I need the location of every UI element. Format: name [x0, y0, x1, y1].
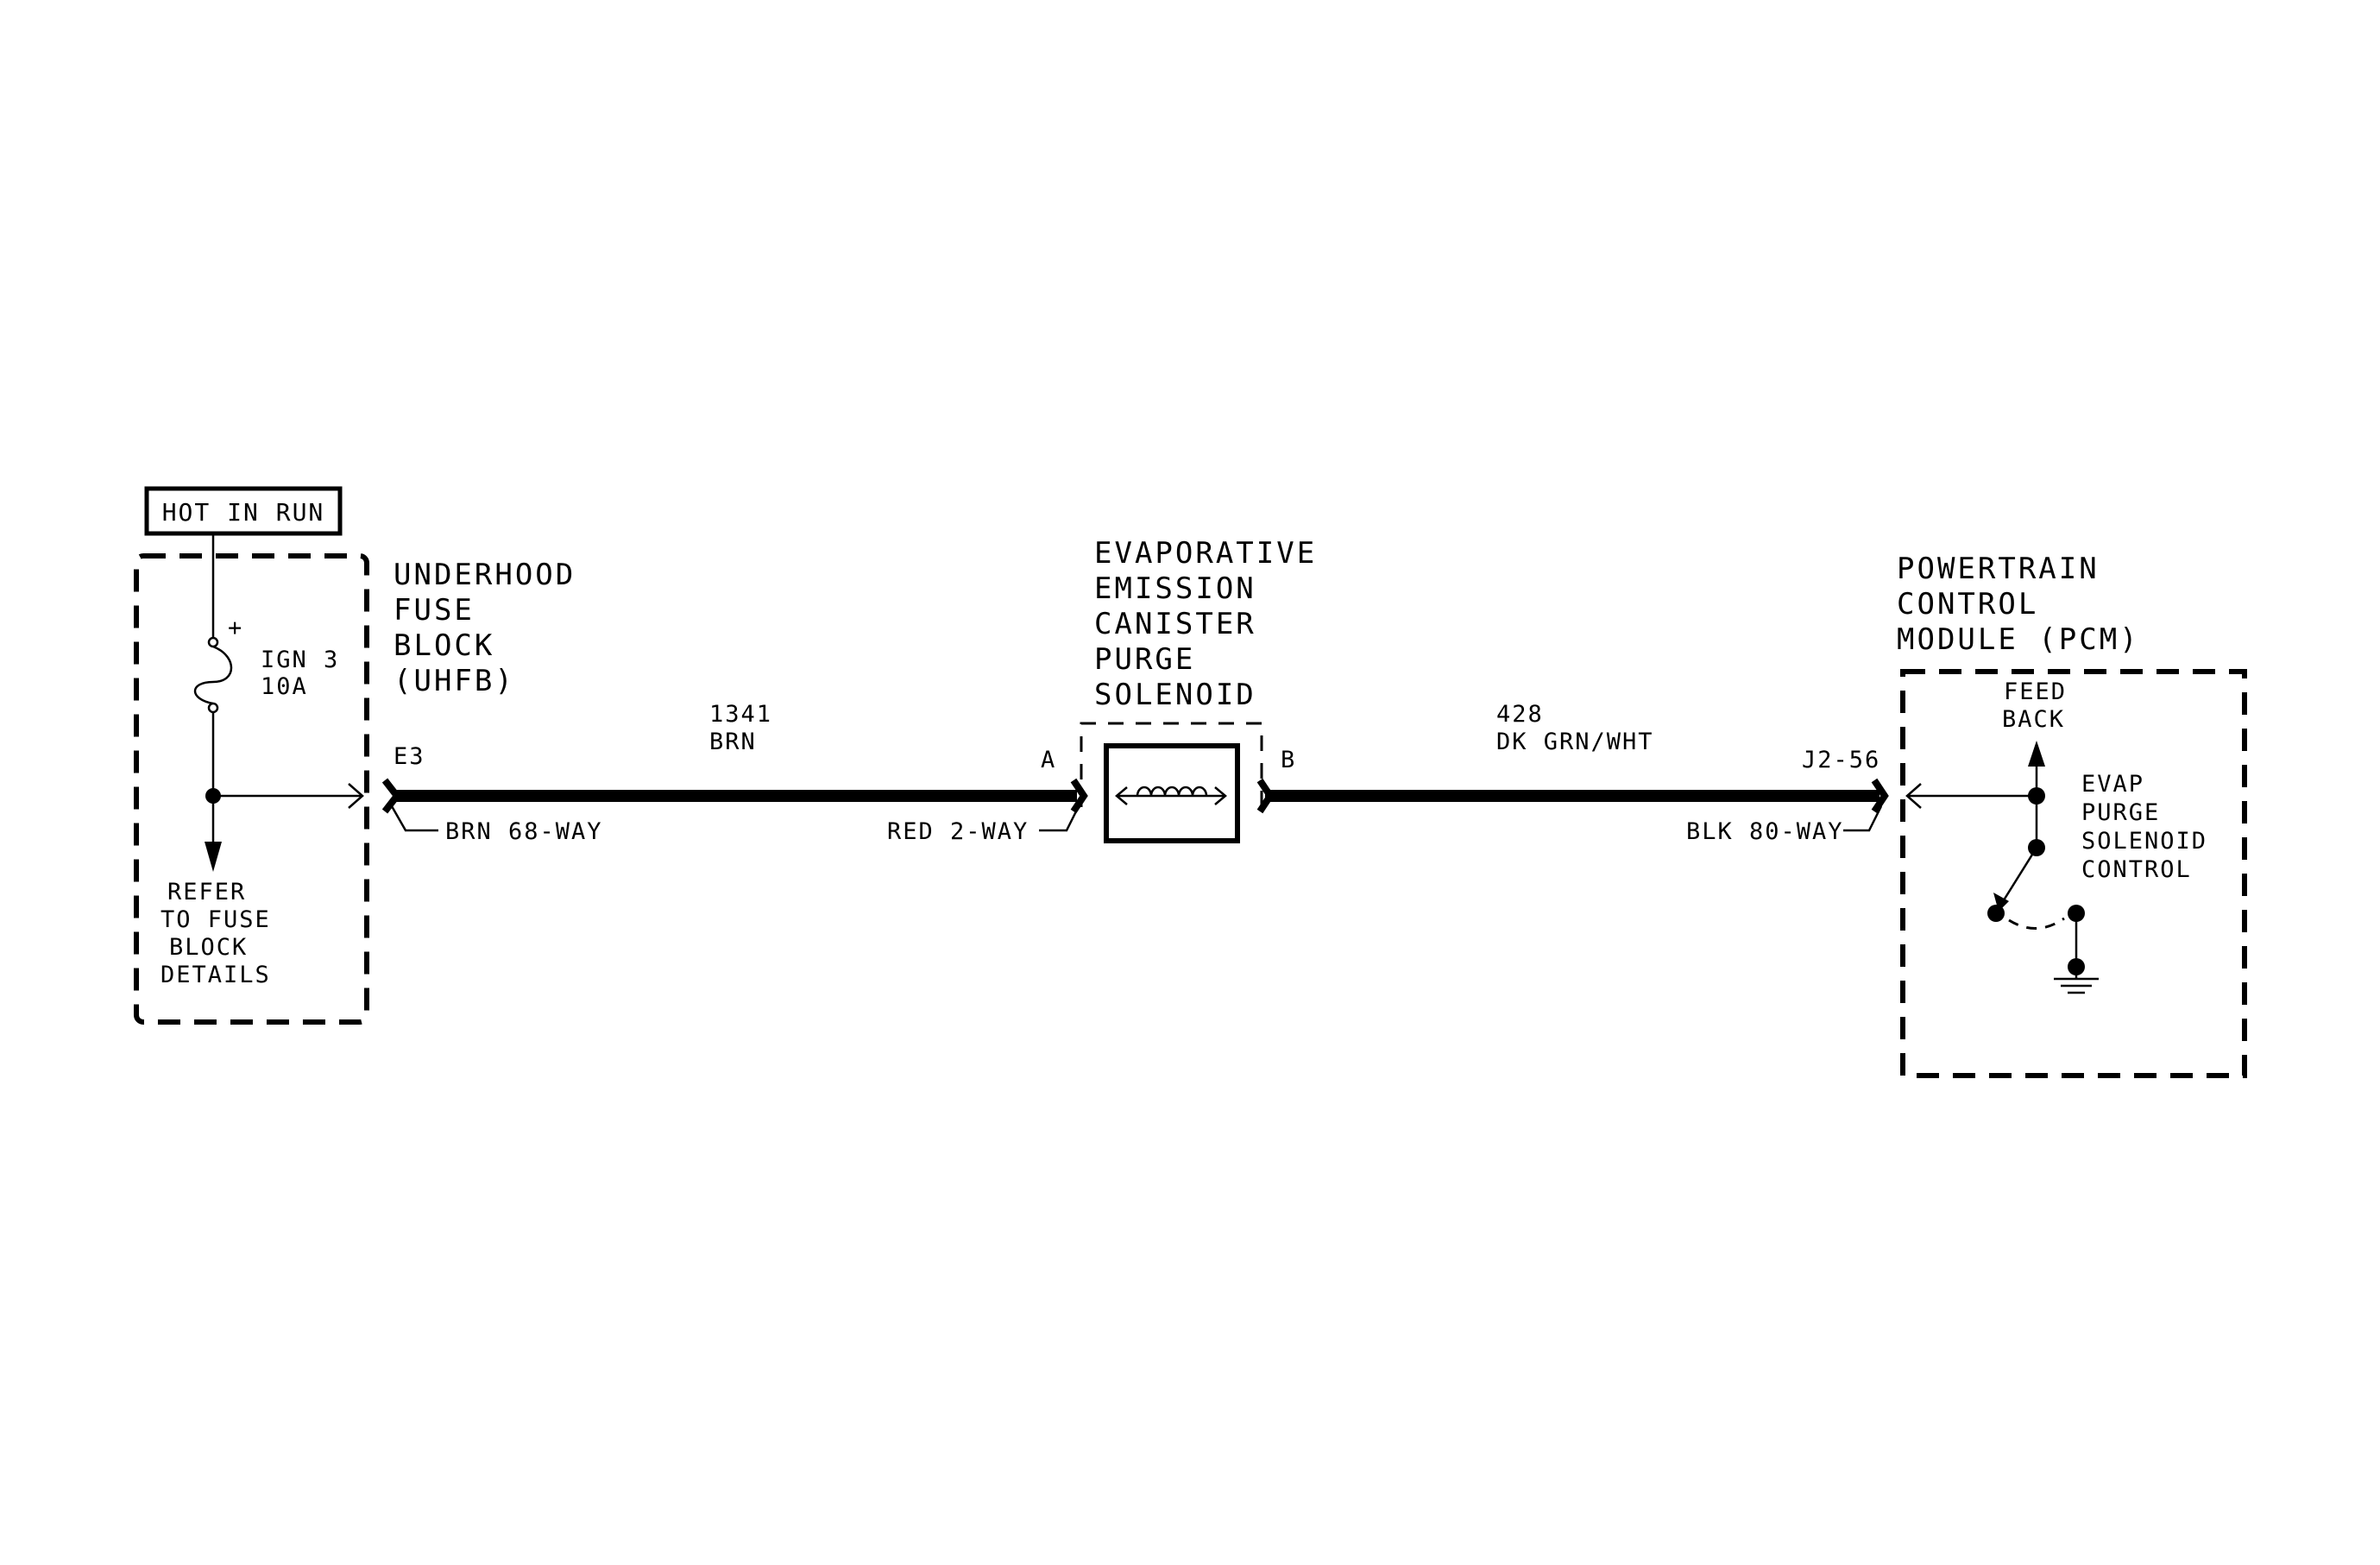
wire2-color: DK GRN/WHT	[1496, 729, 1654, 755]
feedback-arrow-icon	[2028, 741, 2045, 767]
pcm-pin: J2-56	[1802, 747, 1880, 773]
solenoid-connector: RED 2-WAY	[887, 818, 1029, 845]
refer-line-2: TO FUSE	[161, 906, 271, 933]
refer-line-4: DETAILS	[161, 962, 271, 988]
pcm-title-1: POWERTRAIN	[1897, 552, 2100, 586]
refer-line-3: BLOCK	[169, 934, 248, 961]
ctrl-label-4: CONTROL	[2081, 856, 2192, 883]
fuse-icon	[194, 636, 233, 714]
solenoid-title-2: EMISSION	[1094, 571, 1256, 606]
solenoid-title-5: SOLENOID	[1094, 678, 1256, 712]
pcm-title-3: MODULE (PCM)	[1897, 622, 2140, 657]
wire1-color: BRN	[709, 729, 757, 755]
uhfb-connector: BRN 68-WAY	[445, 818, 603, 845]
hot-in-run-label: HOT IN RUN	[162, 498, 325, 527]
ctrl-label-2: PURGE	[2081, 799, 2160, 826]
ctrl-label-1: EVAP	[2081, 771, 2144, 798]
wire-1341	[381, 778, 1088, 814]
wire-428	[1256, 778, 1889, 814]
solenoid-title-1: EVAPORATIVE	[1094, 536, 1317, 571]
ground-icon	[2054, 967, 2099, 994]
uhfb-title-1: UNDERHOOD	[394, 558, 576, 592]
fuse-name: IGN 3	[261, 647, 339, 673]
feedback-label-1: FEED	[2004, 678, 2067, 705]
uhfb-pin: E3	[394, 743, 425, 770]
switch-icon	[1987, 847, 2085, 975]
uhfb-title-4: (UHFB)	[394, 664, 515, 698]
fuse-polarity: +	[228, 615, 243, 641]
wire1-circuit: 1341	[709, 701, 772, 728]
feedback-label-2: BACK	[2002, 706, 2065, 733]
uhfb-title-2: FUSE	[394, 593, 475, 628]
fuse-rating: 10A	[261, 673, 308, 700]
solenoid-pin-b: B	[1281, 747, 1296, 773]
hot-in-run-box: HOT IN RUN	[144, 486, 343, 536]
uhfb-title-3: BLOCK	[394, 628, 494, 663]
arrow-down-icon	[205, 842, 222, 872]
ctrl-label-3: SOLENOID	[2081, 828, 2207, 855]
wire2-circuit: 428	[1496, 701, 1544, 728]
solenoid-title-4: PURGE	[1094, 642, 1195, 677]
solenoid-title-3: CANISTER	[1094, 607, 1256, 641]
pcm-connector: BLK 80-WAY	[1686, 818, 1844, 845]
uhfb-boundary	[134, 553, 369, 1025]
solenoid-pin-a: A	[1041, 747, 1056, 773]
pcm-title-2: CONTROL	[1897, 587, 2038, 622]
pcm-boundary	[1900, 669, 2247, 1078]
solenoid-coil-icon	[1104, 743, 1240, 843]
refer-line-1: REFER	[167, 879, 246, 906]
